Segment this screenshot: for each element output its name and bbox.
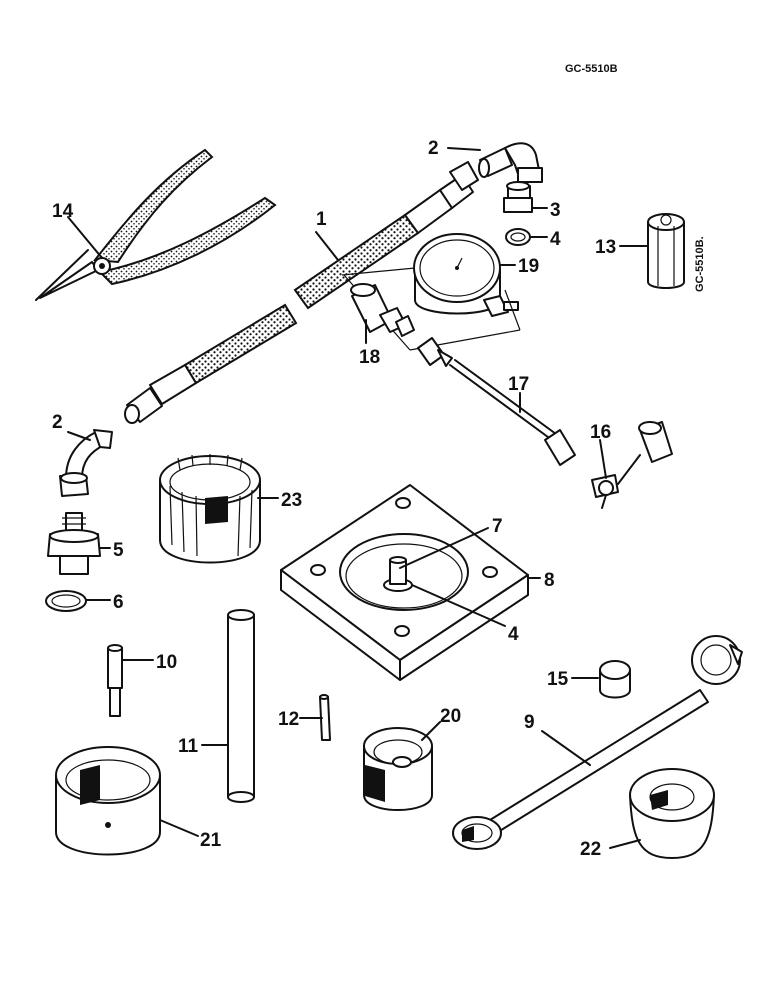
guide-pin-illustration [107,644,123,717]
high-pressure-line-illustration [417,337,576,466]
snap-ring-pliers-illustration [35,148,277,301]
callout-14: 14 [52,201,74,222]
callout-1: 1 [316,209,327,230]
callout-2-top: 2 [428,138,439,159]
pressure-gauge-illustration [341,233,521,351]
small-pin-illustration [319,694,331,741]
callout-16: 16 [590,422,611,443]
callout-4-top: 4 [550,229,561,250]
callout-18: 18 [359,347,380,368]
callout-22: 22 [580,839,601,860]
test-hose-illustration [124,161,479,424]
sealing-washer-top-illustration [505,228,531,246]
callout-12: 12 [278,709,299,730]
coupling-nut-illustration [647,213,685,289]
callout-23: 23 [281,490,302,511]
callout-6: 6 [113,592,124,613]
callout-17: 17 [508,374,529,395]
union-fitting-illustration [47,512,101,575]
callout-7: 7 [492,516,503,537]
drawing-code: GC-5510B [565,63,618,75]
pressing-cup-illustration [363,727,433,811]
side-drawing-code: GC-5510B. [694,236,706,292]
callout-10: 10 [156,652,177,673]
mounting-plate-illustration [280,484,529,681]
callout-11: 11 [178,736,199,757]
callout-8: 8 [544,570,555,591]
callout-4-plate: 4 [508,624,519,645]
sleeve-tool-illustration [159,454,261,564]
gauge-adapter-illustration [350,283,415,337]
pressing-ring-illustration [55,746,161,856]
drift-rod-illustration [227,609,255,803]
leader-lines [67,147,649,849]
callout-2-left: 2 [52,412,63,433]
callout-9: 9 [524,712,535,733]
callout-3: 3 [550,200,561,221]
pressing-sleeve-illustration [629,768,715,859]
callout-labels: 2 3 4 13 19 1 14 18 17 16 2 5 6 23 7 8 4… [52,138,616,860]
callout-13: 13 [595,237,616,258]
plug-illustration [599,660,631,699]
callout-19: 19 [518,256,539,277]
bleed-valve-illustration [591,421,673,509]
callout-15: 15 [547,669,569,690]
elbow-fitting-top-illustration [478,142,543,183]
combination-wrench-illustration [452,635,743,850]
elbow-fitting-left-illustration [59,429,113,497]
callout-21: 21 [200,830,222,851]
callout-20: 20 [440,706,461,727]
adapter-fitting-illustration [503,181,533,213]
callout-5: 5 [113,540,124,561]
